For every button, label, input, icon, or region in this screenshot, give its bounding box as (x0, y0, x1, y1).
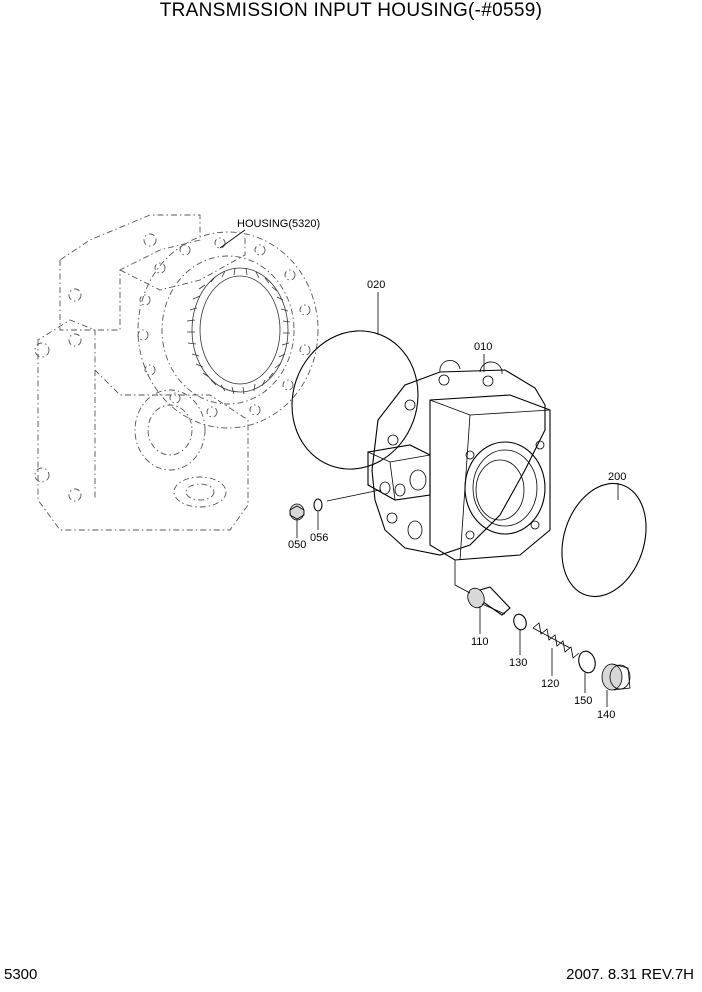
o-ring-200 (561, 482, 647, 598)
leader-lines (219, 229, 619, 707)
callout-056: 056 (310, 532, 328, 544)
callout-120: 120 (541, 678, 559, 690)
plug-140 (601, 663, 631, 691)
ring-gear-teeth (186, 267, 291, 395)
callout-200: 200 (608, 471, 626, 483)
callout-130: 130 (509, 657, 527, 669)
callout-050: 050 (288, 539, 306, 551)
page-title: TRANSMISSION INPUT HOUSING(-#0559) (159, 0, 543, 21)
input-housing-010 (367, 360, 551, 561)
o-ring-150 (578, 650, 596, 674)
o-ring-020 (291, 330, 419, 470)
o-ring-056 (313, 498, 323, 512)
o-ring-130 (513, 613, 527, 631)
plug-050 (289, 503, 305, 521)
piston-110 (467, 586, 511, 616)
callout-110: 110 (471, 636, 489, 648)
callout-140: 140 (597, 709, 615, 721)
date-revision: 2007. 8.31 REV.7H (566, 966, 694, 983)
callout-housing-ref: HOUSING(5320) (237, 218, 320, 230)
callout-150: 150 (574, 695, 592, 707)
spring-120 (532, 622, 580, 659)
page-number: 5300 (4, 966, 38, 983)
housing-ghost-outline (34, 214, 249, 531)
callout-010: 010 (474, 341, 492, 353)
housing-flange-ring (137, 231, 319, 429)
callout-020: 020 (367, 279, 385, 291)
